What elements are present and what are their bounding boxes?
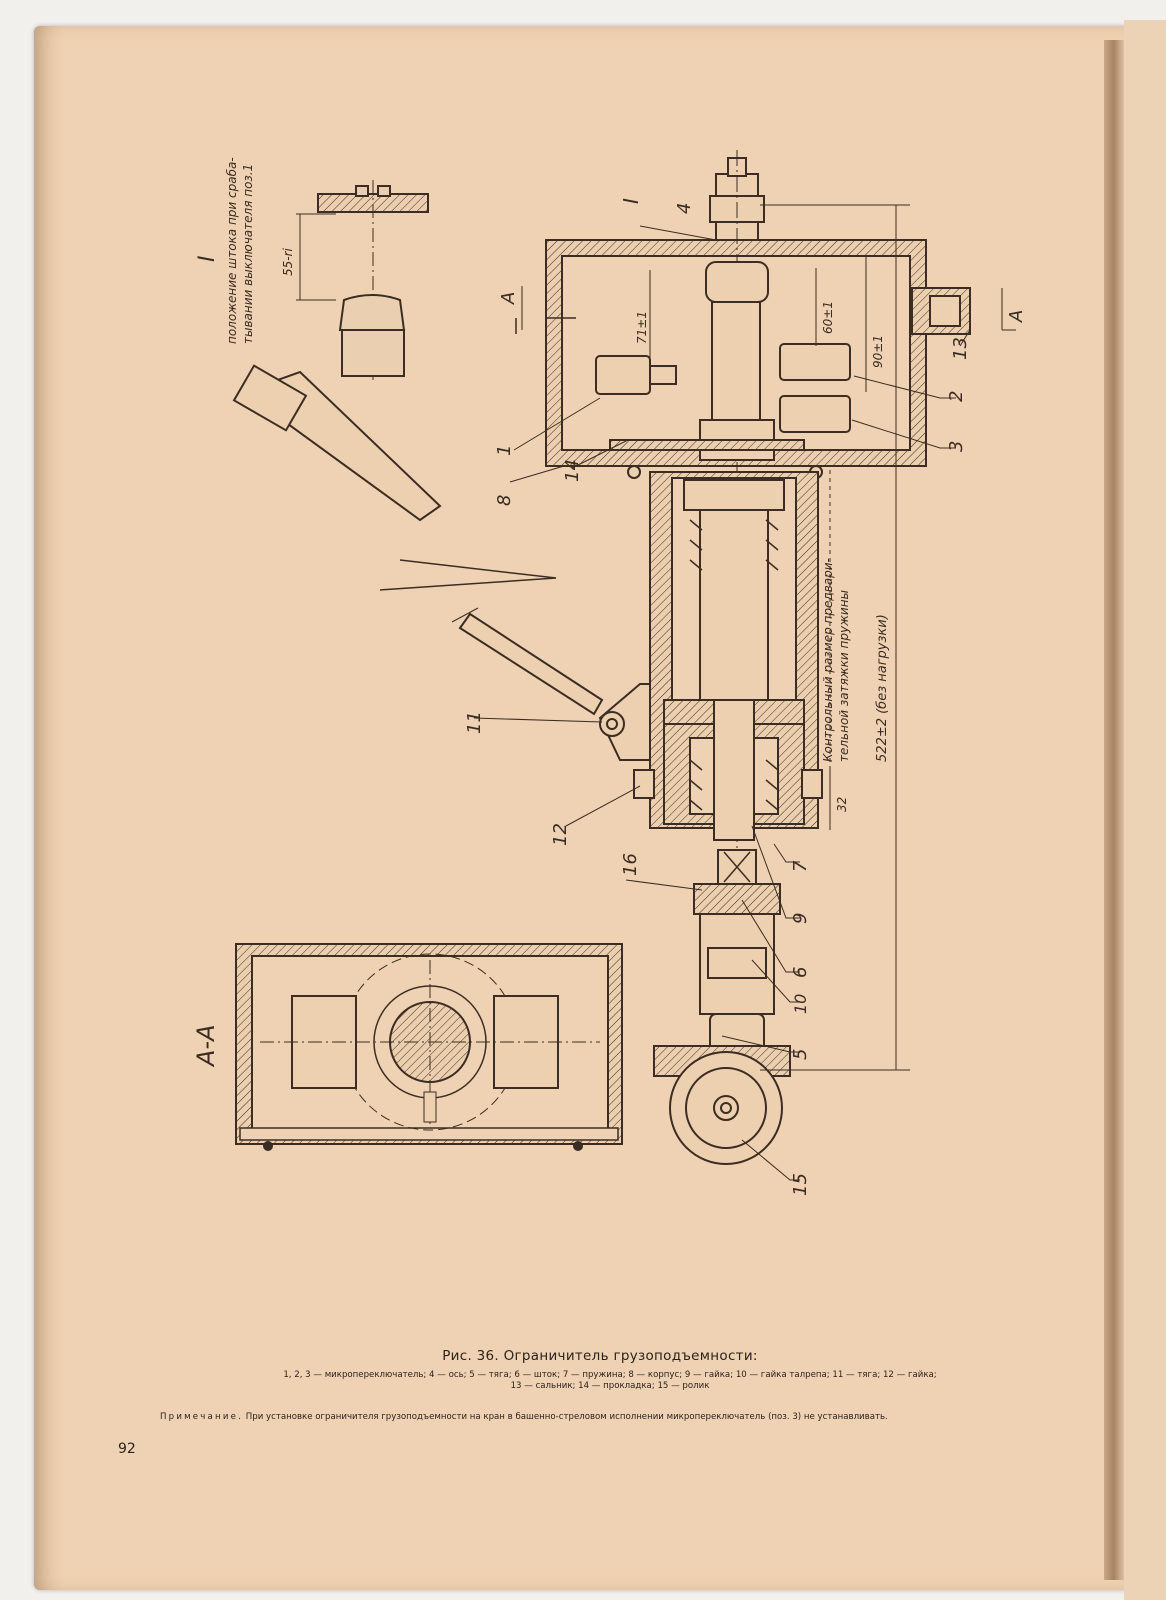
pos-10: 10 — [791, 994, 810, 1014]
dim-90: 90±1 — [871, 335, 885, 368]
link-11 — [451, 607, 651, 761]
section-a-a-label: А-А — [192, 1025, 220, 1069]
turnbuckle-10 — [693, 849, 781, 1015]
gland-13 — [911, 287, 971, 335]
figure-note: Примечание. При установке ограничителя г… — [160, 1412, 1060, 1423]
dim-32: 32 — [835, 797, 849, 812]
detail-i-caption-line1: положение штока при сраба- — [225, 157, 239, 344]
pos-8: 8 — [494, 495, 515, 506]
dim-71: 71±1 — [635, 311, 649, 344]
facing-page-edge — [1124, 20, 1166, 1600]
spring-7 — [689, 519, 779, 811]
figure-caption: Рис. 36. Ограничитель грузоподъемности: — [442, 1348, 758, 1364]
pos-14: 14 — [562, 459, 583, 482]
pos-2: 2 — [946, 391, 967, 402]
pos-15: 15 — [790, 1173, 811, 1196]
microswitch-1 — [595, 355, 677, 395]
detail-i-view — [296, 180, 429, 380]
detail-i-label: I — [195, 256, 220, 263]
figure-legend: 1, 2, 3 — микропереключатель; 4 — ось; 5… — [160, 1370, 1060, 1392]
pos-16: 16 — [620, 853, 641, 876]
nut-12 — [633, 769, 823, 799]
pos-1: 1 — [494, 445, 515, 456]
spring-note-line1: Контрольный размер предвари- — [821, 558, 835, 762]
pos-6: 6 — [790, 967, 811, 978]
pos-7: 7 — [790, 860, 811, 872]
pos-12: 12 — [550, 823, 571, 846]
dimension-lines — [521, 204, 1016, 1071]
pos-11: 11 — [464, 711, 485, 734]
pos-i-label: I — [619, 198, 643, 204]
microswitch-2 — [779, 343, 851, 381]
cylinder-body — [649, 471, 819, 841]
section-mark-right: А — [1006, 310, 1027, 323]
detail-i-caption-line2: тывании выключателя поз.1 — [241, 164, 255, 344]
section-mark-left: А — [498, 292, 519, 305]
pos-9: 9 — [790, 913, 811, 924]
spring-note-line2: тельной затяжки пружины — [837, 590, 851, 762]
roller-15 — [653, 1013, 791, 1165]
dim-overall: 522±2 (без нагрузки) — [875, 614, 890, 762]
note-text: При установке ограничителя грузоподъемно… — [245, 1412, 888, 1422]
page-number: 92 — [118, 1441, 136, 1457]
pos-3: 3 — [946, 441, 967, 452]
leader-lines — [473, 225, 971, 1181]
legend-line-2: 13 — сальник; 14 — прокладка; 15 — ролик — [510, 1381, 710, 1391]
pos-13: 13 — [950, 337, 971, 360]
pos-4: 4 — [674, 203, 695, 214]
dim-detail-gap: 55-ri — [281, 247, 295, 276]
link-upper — [232, 364, 557, 591]
book-gutter — [1104, 40, 1126, 1580]
section-a-a — [235, 943, 623, 1151]
legend-line-1: 1, 2, 3 — микропереключатель; 4 — ось; 5… — [283, 1370, 937, 1380]
dim-60: 60±1 — [821, 301, 835, 334]
pos-5: 5 — [790, 1049, 811, 1060]
note-lead: Примечание. — [160, 1412, 244, 1422]
microswitch-3 — [779, 395, 851, 433]
